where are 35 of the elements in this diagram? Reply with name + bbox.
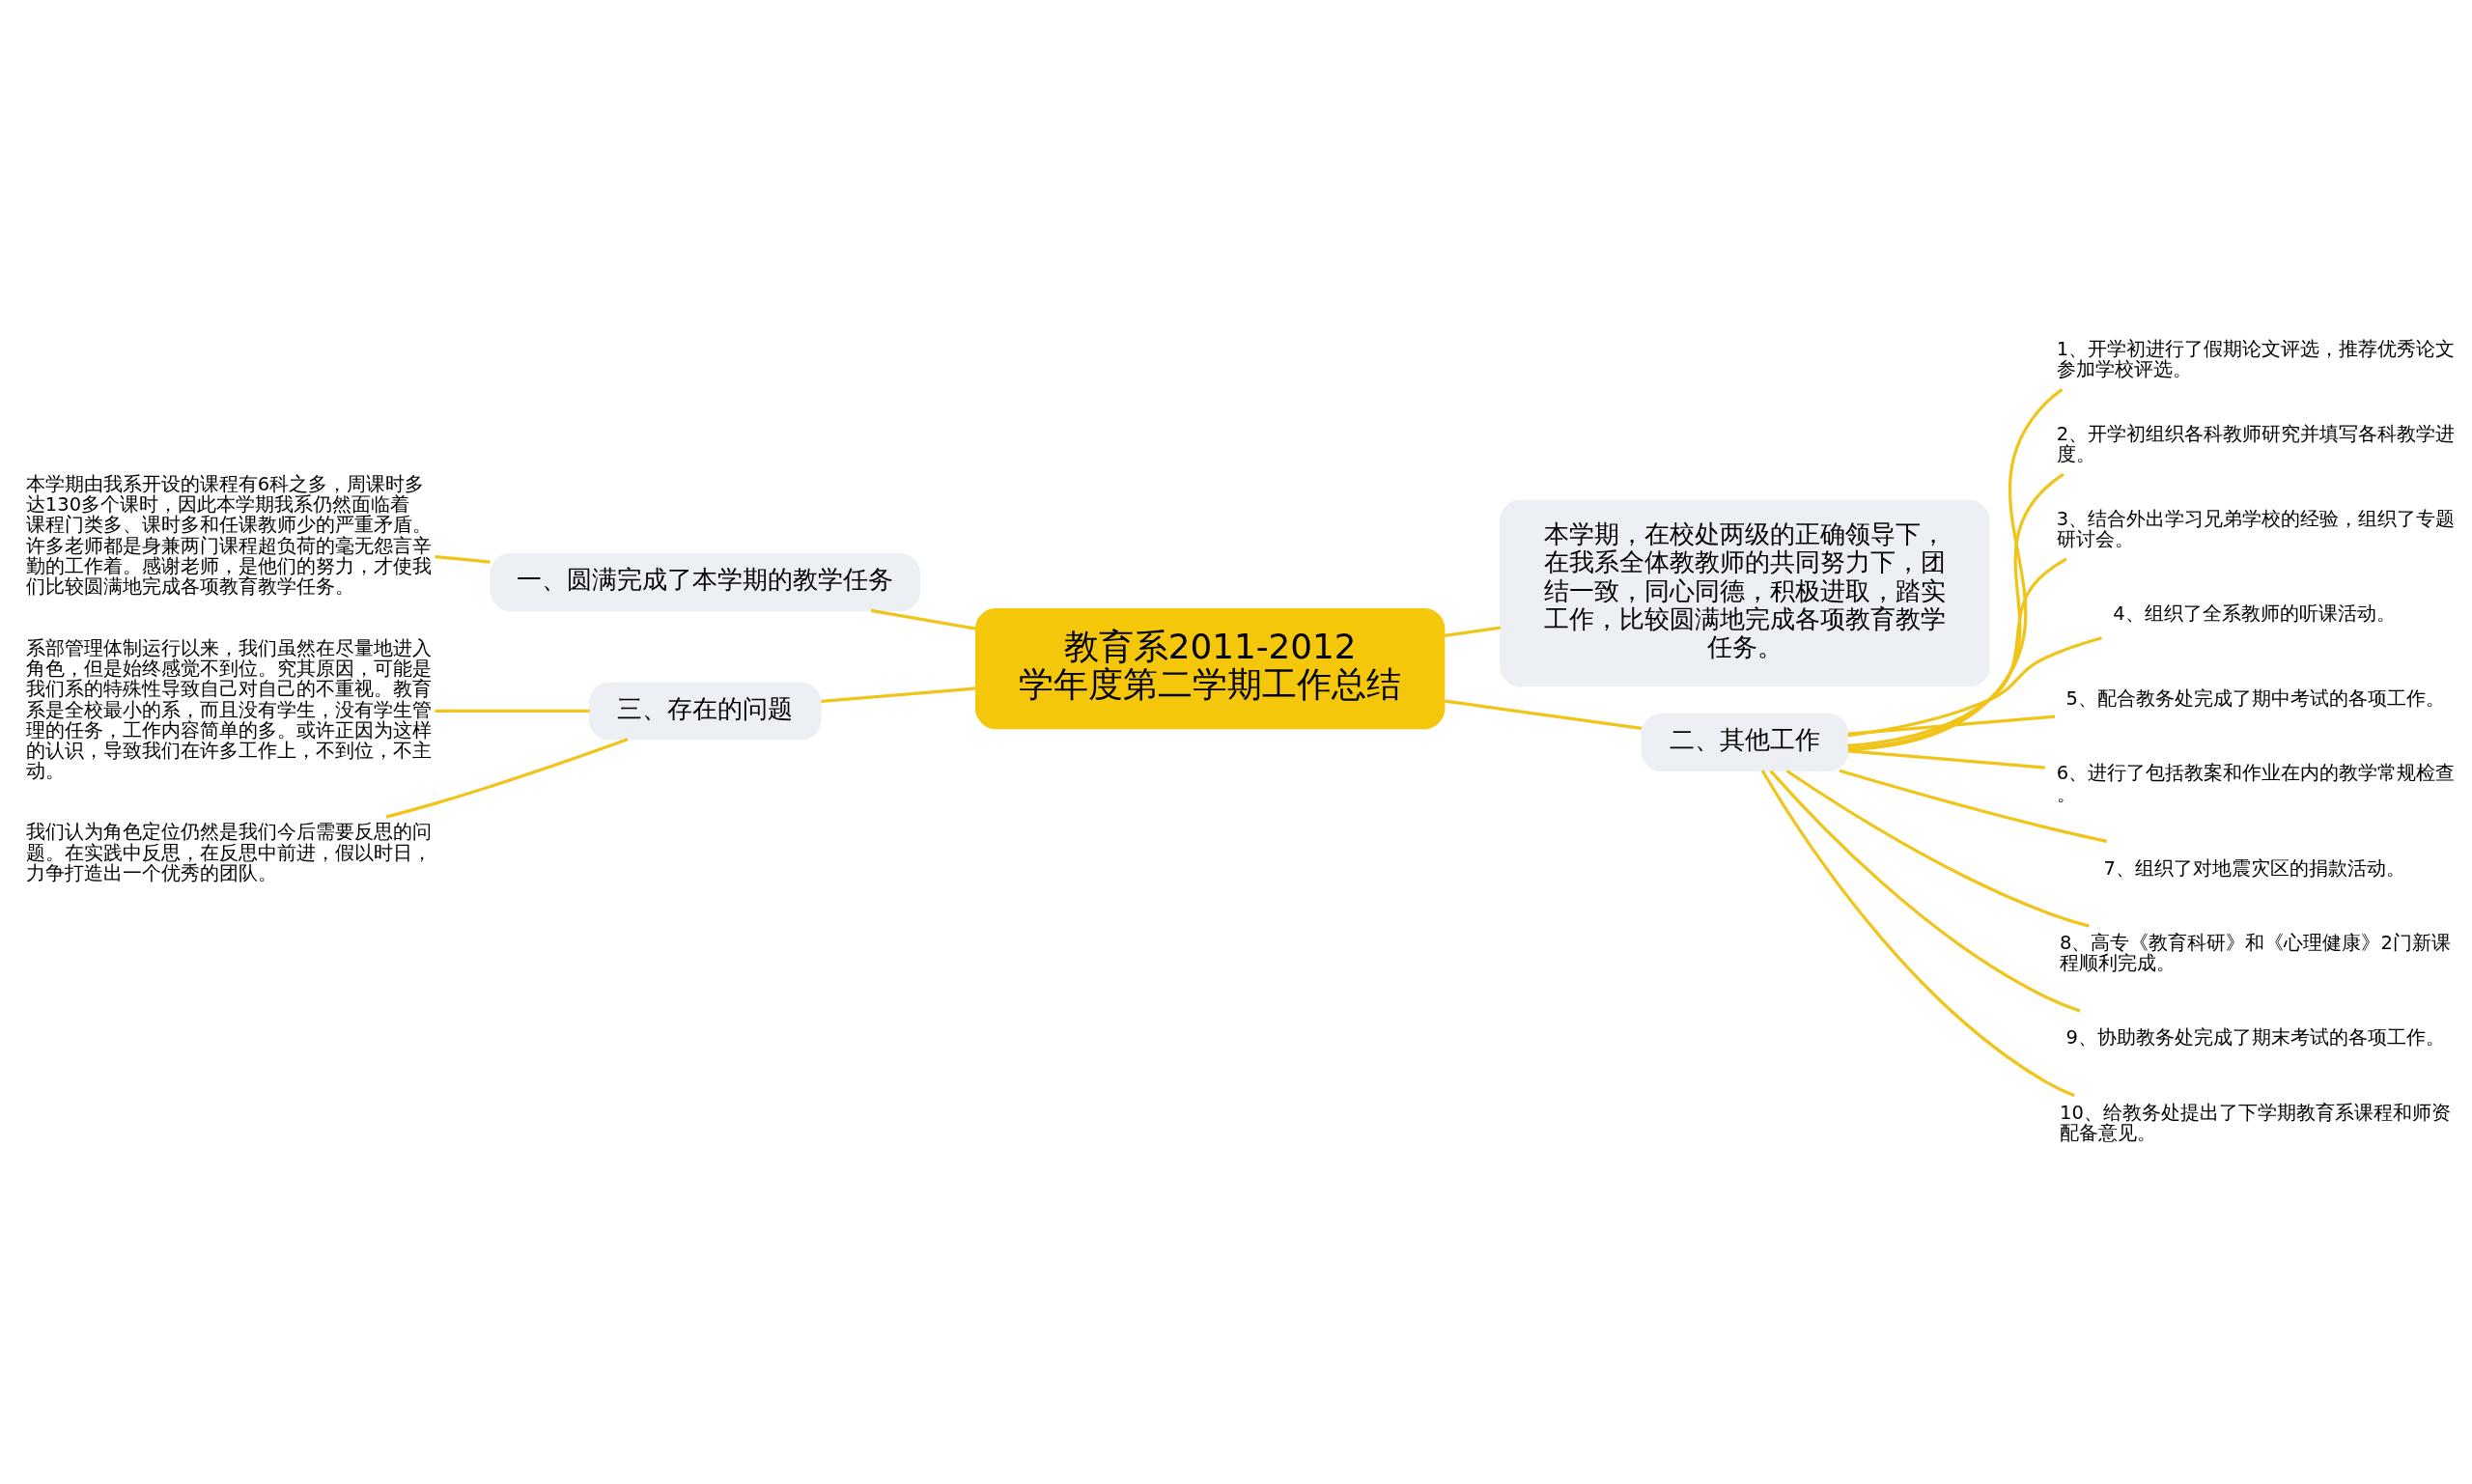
connector bbox=[1847, 472, 2065, 750]
node-text: 6、进行了包括教案和作业在内的教学常规检查。 bbox=[2056, 761, 2456, 805]
node-box: 一、圆满完成了本学期的教学任务 bbox=[490, 552, 921, 611]
node-text: 系部管理体制运行以来，我们虽然在尽量地进入角色，但是始终感觉不到位。究其原因，可能是我们系的特殊性导致自己对自己的不重视。教育系是全校最小的系，而且没有学生，没有学生管理的任务，工作内容简单的多。或许正因为这样的认识，导致我们在许多工作上，不到位，不主动。 bbox=[25, 636, 432, 782]
connector bbox=[1847, 635, 2102, 737]
node-text: 10、给教务处提出了下学期教育系课程和师资配备意见。 bbox=[2060, 1101, 2451, 1144]
connector bbox=[435, 709, 590, 713]
node-text: 7、组织了对地震灾区的捐款活动。 bbox=[2103, 856, 2406, 880]
connector bbox=[1847, 387, 2064, 751]
node-text: 我们认为角色定位仍然是我们今后需要反思的问题。在实践中反思，在反思中前进，假以时日，力争打造出一个优秀的团队。 bbox=[25, 820, 432, 884]
node-text: 9、协助教务处完成了期末考试的各项工作。 bbox=[2065, 1025, 2445, 1049]
connector bbox=[1839, 769, 2108, 843]
connector bbox=[1760, 769, 2075, 1097]
node-text: 2、开学初组织各科教师研究并填写各科教学进度。 bbox=[2056, 422, 2456, 465]
node-box: 三、存在的问题 bbox=[588, 681, 822, 741]
connector bbox=[1847, 714, 2056, 736]
node-text: 1、开学初进行了假期论文评选，推荐优秀论文参加学校评选。 bbox=[2056, 337, 2456, 380]
node-box: 本学期，在校处两级的正确领导下，在我系全体教教师的共同努力下，团结一致，同心同德，积极进取，踏实工作，比较圆满地完成各项教育教学任务。 bbox=[1500, 499, 1990, 686]
connector bbox=[821, 686, 976, 703]
node-text: 8、高专《教育科研》和《心理健康》2门新课程顺利完成。 bbox=[2060, 931, 2451, 974]
connector bbox=[1847, 557, 2067, 747]
connector bbox=[1847, 748, 2046, 770]
connector bbox=[1445, 626, 1501, 637]
connector bbox=[1445, 698, 1643, 730]
connector bbox=[1769, 770, 2081, 1013]
connector bbox=[1785, 769, 2090, 928]
node-text: 3、结合外出学习兄弟学校的经验，组织了专题研讨会。 bbox=[2056, 507, 2456, 550]
node-text: 5、配合教务处完成了期中考试的各项工作。 bbox=[2065, 686, 2445, 710]
connector bbox=[870, 608, 977, 630]
node-box: 二、其他工作 bbox=[1641, 713, 1849, 771]
connector bbox=[435, 554, 491, 564]
connector bbox=[385, 737, 629, 819]
node-text: 4、组织了全系教师的听课活动。 bbox=[2113, 602, 2396, 625]
node-text: 本学期由我系开设的课程有6科之多，周课时多达130多个课时，因此本学期我系仍然面临着课程门类多、课时多和任课教师少的严重矛盾。许多老师都是身兼两门课程超负荷的毫无怨言辛勤的工作着。感谢老师，是他们的努力，才使我们比较圆满地完成各项教育教学任务。 bbox=[25, 472, 432, 598]
node-box: 教育系2011-2012学年度第二学期工作总结 bbox=[975, 607, 1446, 729]
